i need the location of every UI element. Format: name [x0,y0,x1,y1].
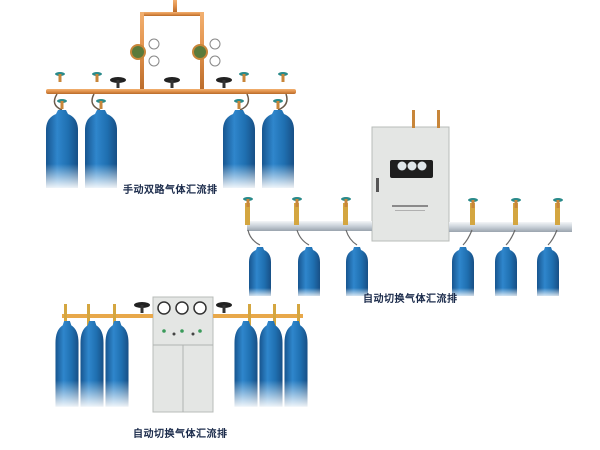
gauge-icon [175,301,189,315]
caption-manual-dual: 手动双路气体汇流排 [123,185,218,196]
cylinder [222,110,256,190]
gauge-icon [417,161,427,171]
figure-auto-switch-cabinet [54,296,309,413]
cylinder [297,247,321,298]
control-cabinet [371,126,450,242]
gauge-icon [209,55,221,67]
cylinder [261,110,295,190]
cylinder [258,321,284,409]
regulator-right [192,44,208,60]
gauge-icon [397,161,407,171]
cylinder [233,321,259,409]
cylinder [536,247,560,298]
cylinder [248,247,272,298]
cylinder [84,110,118,190]
gauge-icon [209,38,221,50]
figure-auto-switch-wall [243,110,572,298]
cylinder [79,321,105,409]
caption-auto-switch-wall: 自动切换气体汇流排 [363,294,458,305]
cylinder [494,247,518,298]
gauge-icon [407,161,417,171]
gauge-icon [157,301,171,315]
gauge-icon [148,38,160,50]
cylinder [45,110,79,190]
cylinder [54,321,80,409]
cylinder [104,321,130,409]
figure-manual-dual [45,0,296,190]
cylinder [283,321,309,409]
gauge-icon [148,55,160,67]
gauge-icon [193,301,207,315]
regulator-left [130,44,146,60]
caption-auto-switch-cabinet: 自动切换气体汇流排 [133,429,228,440]
